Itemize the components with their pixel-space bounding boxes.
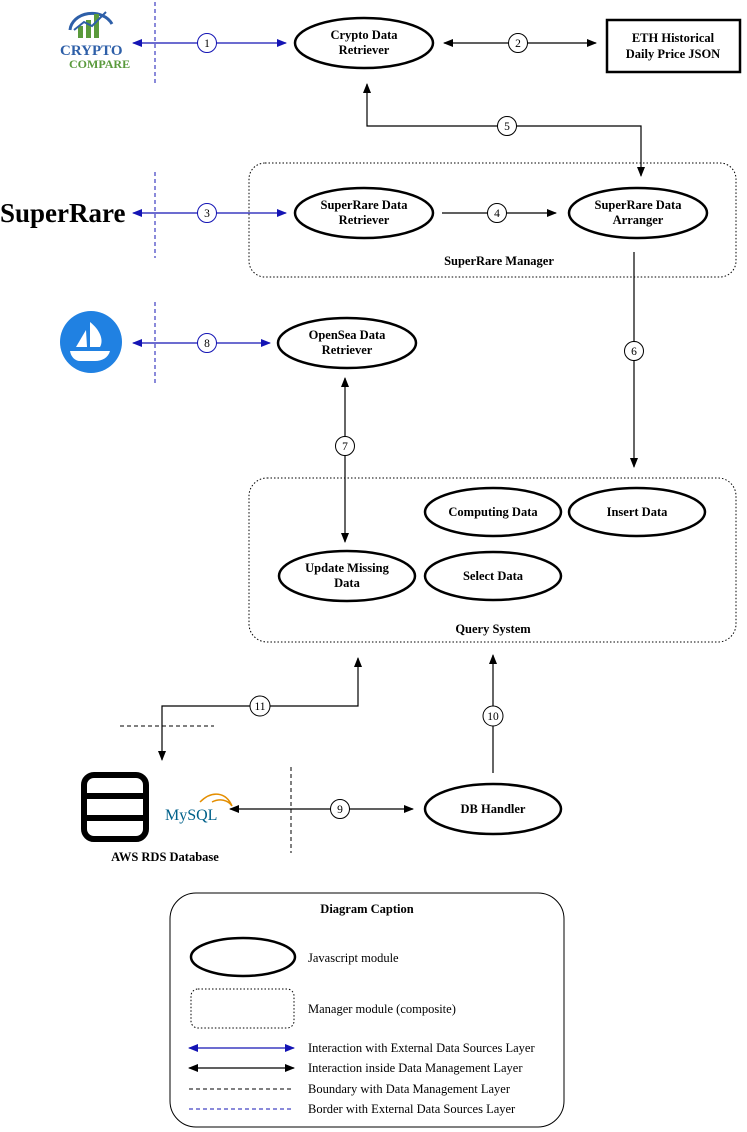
node-db-handler: DB Handler — [423, 782, 563, 836]
svg-text:3: 3 — [204, 208, 210, 220]
svg-text:Retriever: Retriever — [339, 213, 390, 227]
edge-label-11: 11 — [249, 695, 271, 717]
edge-label-6: 6 — [624, 341, 644, 361]
svg-text:2: 2 — [515, 38, 521, 50]
svg-text:4: 4 — [494, 208, 500, 220]
legend-internal-interaction: Interaction inside Data Management Layer — [308, 1061, 523, 1075]
mysql-logo: MySQL — [165, 793, 233, 824]
cryptocompare-text-2: COMPARE — [69, 57, 130, 71]
node-computing-data: Computing Data — [423, 486, 563, 538]
svg-text:Retriever: Retriever — [339, 43, 390, 57]
svg-text:10: 10 — [487, 711, 499, 723]
svg-text:5: 5 — [504, 121, 510, 133]
legend-manager-icon — [190, 988, 295, 1029]
edge-label-8: 8 — [197, 333, 217, 353]
diagram-caption: Diagram Caption Javascript module Manage… — [169, 892, 565, 1128]
svg-text:9: 9 — [337, 804, 343, 816]
mysql-dolphin-icon — [199, 793, 233, 807]
caption-title: Diagram Caption — [320, 902, 413, 916]
edge-label-2: 2 — [508, 33, 528, 53]
superrare-manager-label: SuperRare Manager — [444, 254, 554, 268]
svg-text:OpenSea Data: OpenSea Data — [309, 328, 386, 342]
database-icon — [81, 772, 149, 842]
cryptocompare-chart-icon — [68, 11, 114, 38]
svg-text:Computing Data: Computing Data — [448, 505, 538, 519]
edge-label-3: 3 — [197, 203, 217, 223]
query-system-group — [248, 477, 737, 643]
aws-rds-label: AWS RDS Database — [111, 850, 219, 864]
edge-label-4: 4 — [487, 203, 507, 223]
superrare-logo: SuperRare — [0, 198, 126, 228]
svg-text:Arranger: Arranger — [613, 213, 664, 227]
node-update-missing: Update Missing Data — [277, 549, 417, 603]
legend-border: Border with External Data Sources Layer — [308, 1102, 516, 1116]
legend-boundary: Boundary with Data Management Layer — [308, 1082, 511, 1096]
query-system-label: Query System — [455, 622, 531, 636]
mysql-text: MySQL — [165, 807, 217, 824]
legend-external-interaction: Interaction with External Data Sources L… — [308, 1041, 535, 1055]
node-superrare-arranger: SuperRare Data Arranger — [567, 186, 709, 240]
svg-text:Daily Price JSON: Daily Price JSON — [626, 47, 720, 61]
cryptocompare-logo: CRYPTO COMPARE — [60, 11, 130, 71]
svg-text:11: 11 — [254, 701, 265, 713]
opensea-logo — [60, 311, 122, 373]
svg-text:Data: Data — [334, 576, 360, 590]
svg-text:DB Handler: DB Handler — [461, 802, 526, 816]
svg-text:Insert Data: Insert Data — [607, 505, 669, 519]
svg-text:SuperRare Data: SuperRare Data — [321, 198, 409, 212]
legend-manager-module: Manager module (composite) — [308, 1002, 456, 1016]
cryptocompare-text-1: CRYPTO — [60, 43, 123, 59]
svg-text:Retriever: Retriever — [322, 343, 373, 357]
edge-label-7: 7 — [335, 436, 355, 456]
node-crypto-data-retriever: Crypto Data Retriever — [293, 16, 435, 70]
legend-ellipse-icon — [189, 936, 297, 978]
node-eth-historical-json: ETH Historical Daily Price JSON — [605, 18, 742, 74]
svg-text:ETH Historical: ETH Historical — [632, 31, 715, 45]
svg-text:Crypto Data: Crypto Data — [330, 28, 398, 42]
node-superrare-retriever: SuperRare Data Retriever — [293, 186, 435, 240]
svg-text:Update Missing: Update Missing — [305, 561, 389, 575]
node-opensea-retriever: OpenSea Data Retriever — [276, 316, 418, 370]
edge-label-9: 9 — [330, 799, 350, 819]
opensea-ship-icon — [76, 330, 87, 347]
svg-text:8: 8 — [204, 338, 210, 350]
legend-javascript-module: Javascript module — [308, 951, 399, 965]
svg-text:Select Data: Select Data — [463, 569, 524, 583]
node-select-data: Select Data — [423, 550, 563, 602]
svg-text:1: 1 — [204, 38, 210, 50]
svg-text:7: 7 — [342, 441, 348, 453]
edge-label-10: 10 — [482, 705, 504, 727]
edge-label-1: 1 — [197, 33, 217, 53]
svg-text:SuperRare Data: SuperRare Data — [595, 198, 683, 212]
svg-text:6: 6 — [631, 346, 637, 358]
node-insert-data: Insert Data — [567, 486, 707, 538]
edge-label-5: 5 — [497, 116, 517, 136]
